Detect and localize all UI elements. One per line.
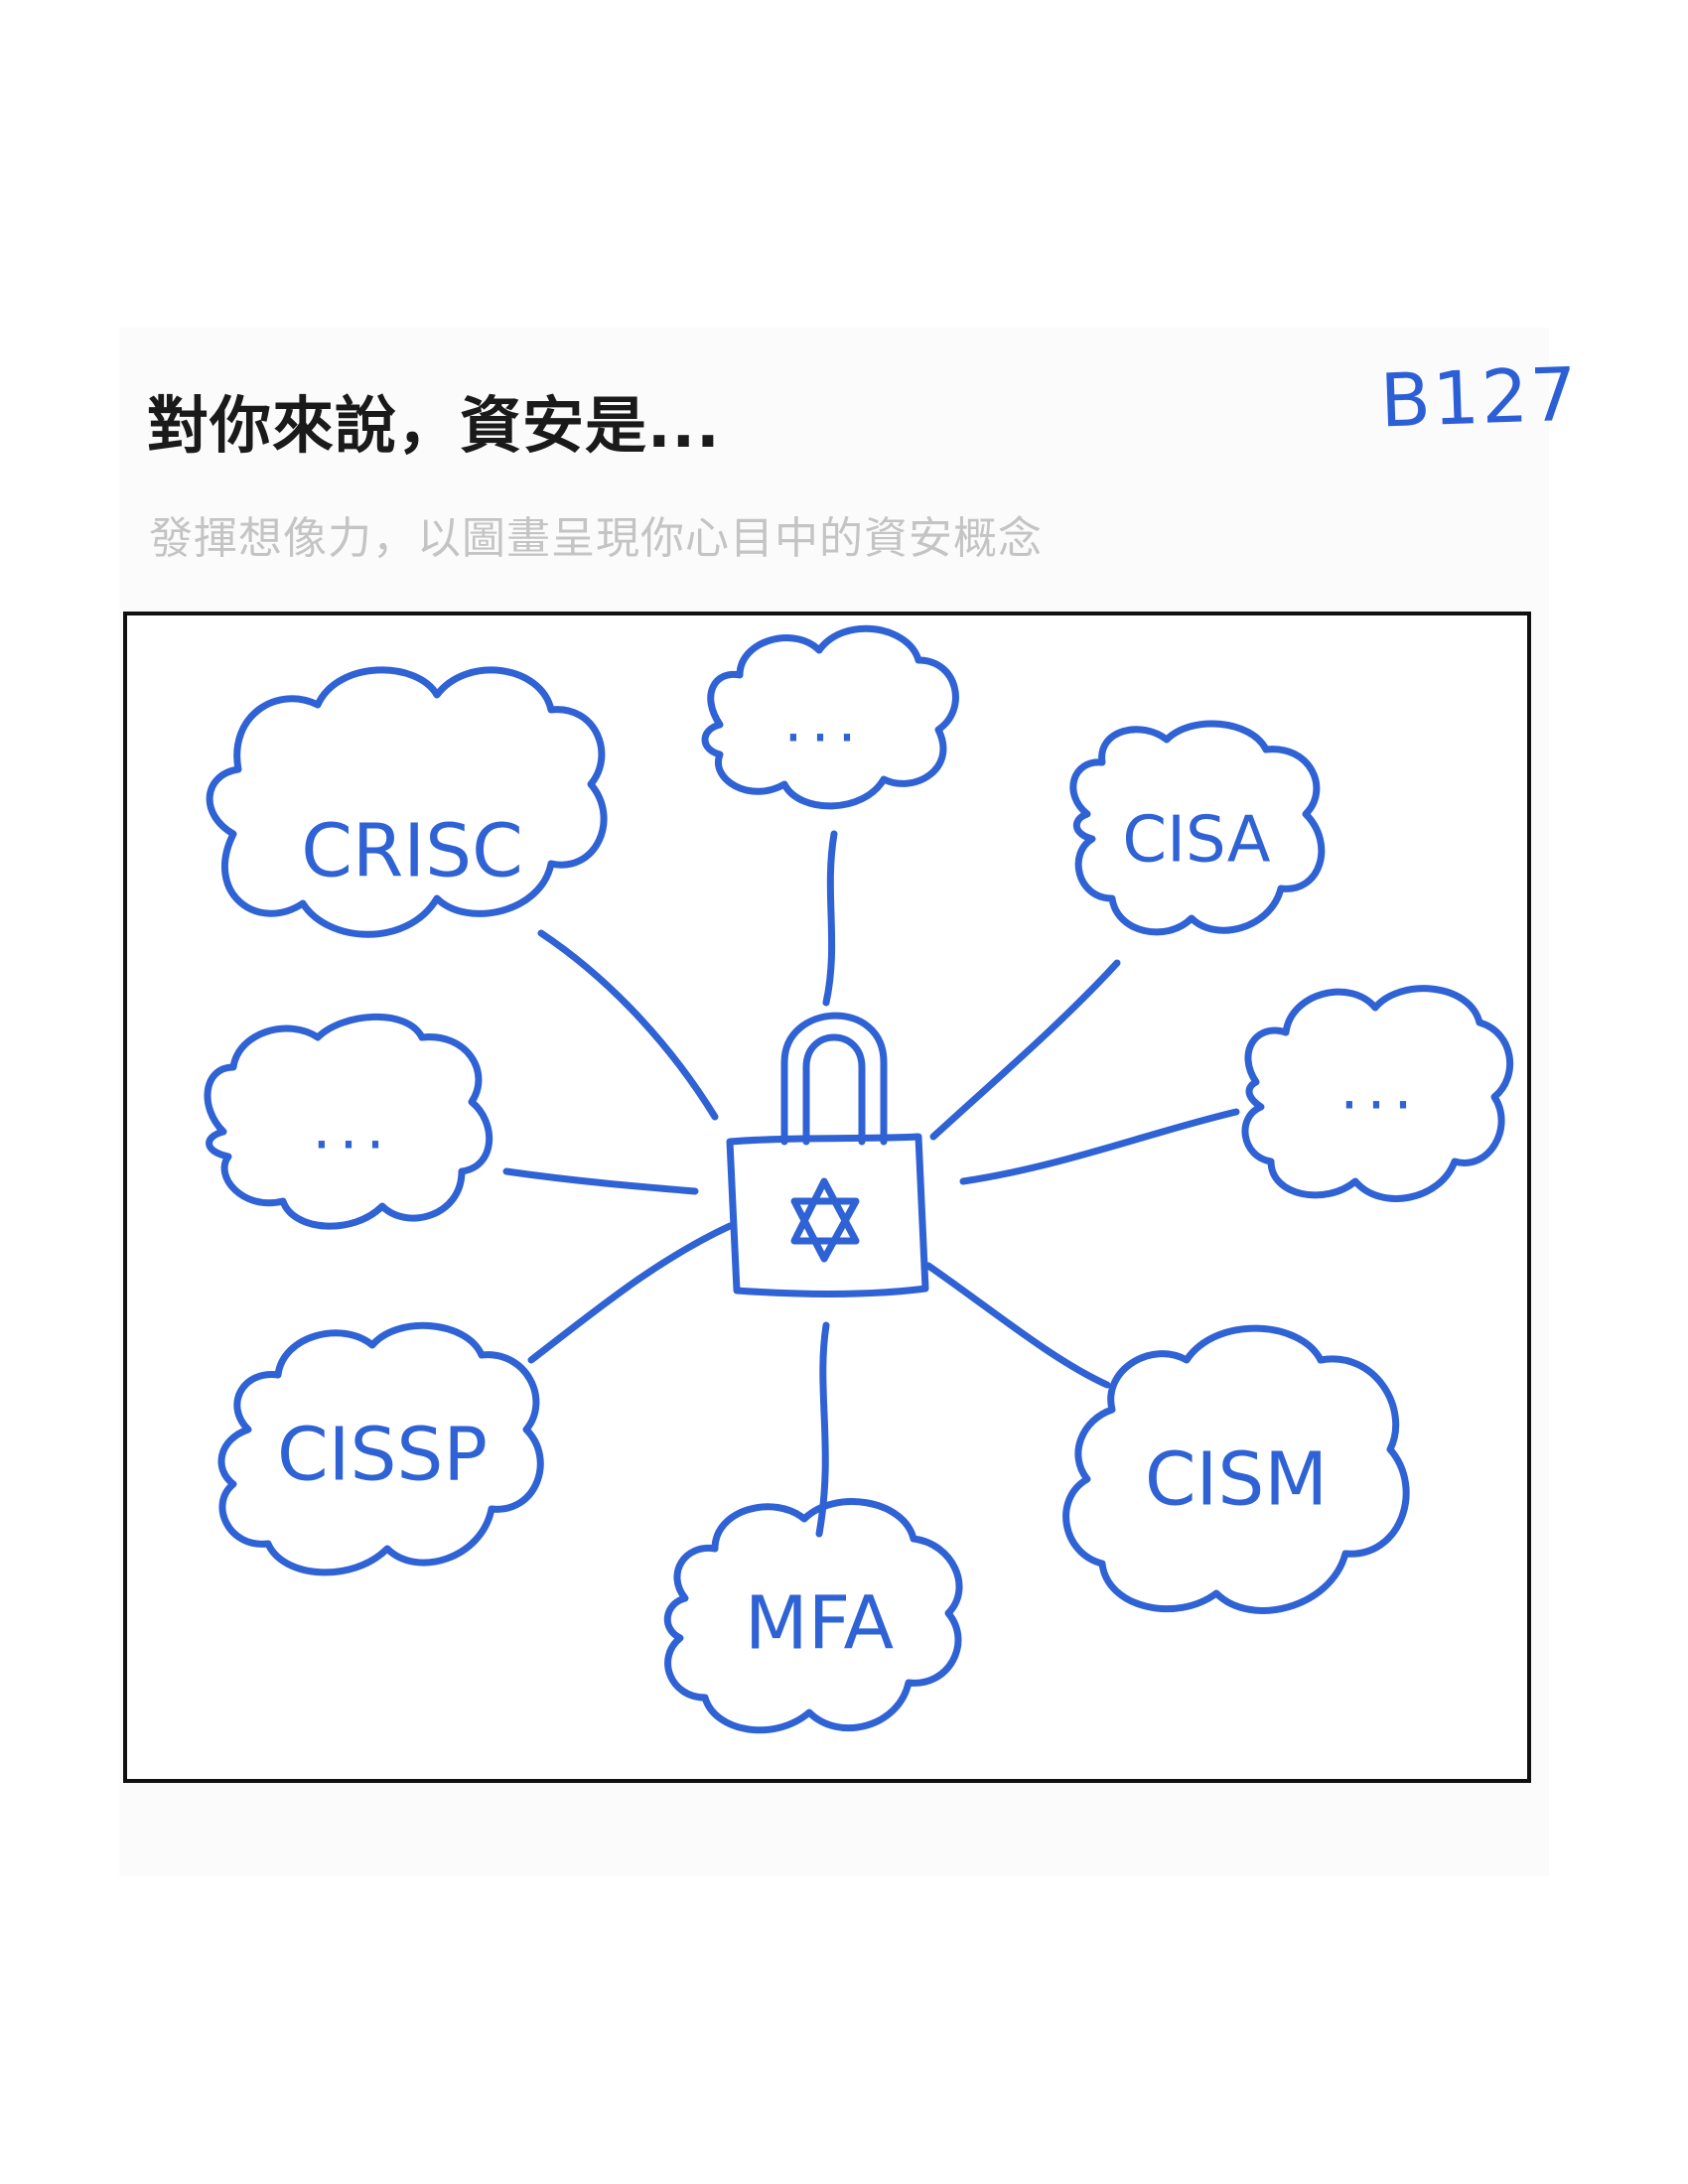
connector-cism [924,1262,1111,1389]
padlock-shackle-inner [802,1033,866,1146]
cloud-right: ... [1241,985,1513,1202]
cloud-label-mfa: MFA [745,1581,895,1667]
cloud-left: ... [204,1013,493,1230]
cloud-cissp: CISSP [217,1321,544,1576]
cloud-cisa: CISA [1069,720,1326,936]
cloud-label-crisc: CRISC [301,809,523,894]
connector-crisc [537,929,719,1121]
page-title: 對你來說，資安是... [147,389,721,462]
cloud-label-cissp: CISSP [277,1413,488,1498]
cloud-label-top: ... [783,687,864,756]
cloud-label-cism: CISM [1145,1437,1328,1523]
cloud-mfa: MFA [663,1498,963,1734]
cloud-crisc: CRISC [206,666,608,938]
cloud-top: ... [701,624,959,810]
connector-cisa [929,959,1121,1141]
padlock-icon [726,1012,929,1297]
padlock-body [726,1133,929,1297]
cloud-label-left: ... [312,1094,392,1163]
page-subtitle: 發揮想像力，以圖畫呈現你心目中的資安概念 [149,513,1043,564]
cloud-label-right: ... [1339,1054,1420,1124]
cloud-cism: CISM [1062,1324,1410,1614]
star-icon [790,1177,860,1263]
connector-lines [502,830,1240,1538]
cloud-label-cisa: CISA [1122,804,1270,878]
connector-cissp [527,1222,734,1364]
padlock-shackle [780,1012,888,1146]
connector-top [822,830,838,1007]
connector-right [959,1108,1240,1185]
connector-left [502,1167,699,1195]
